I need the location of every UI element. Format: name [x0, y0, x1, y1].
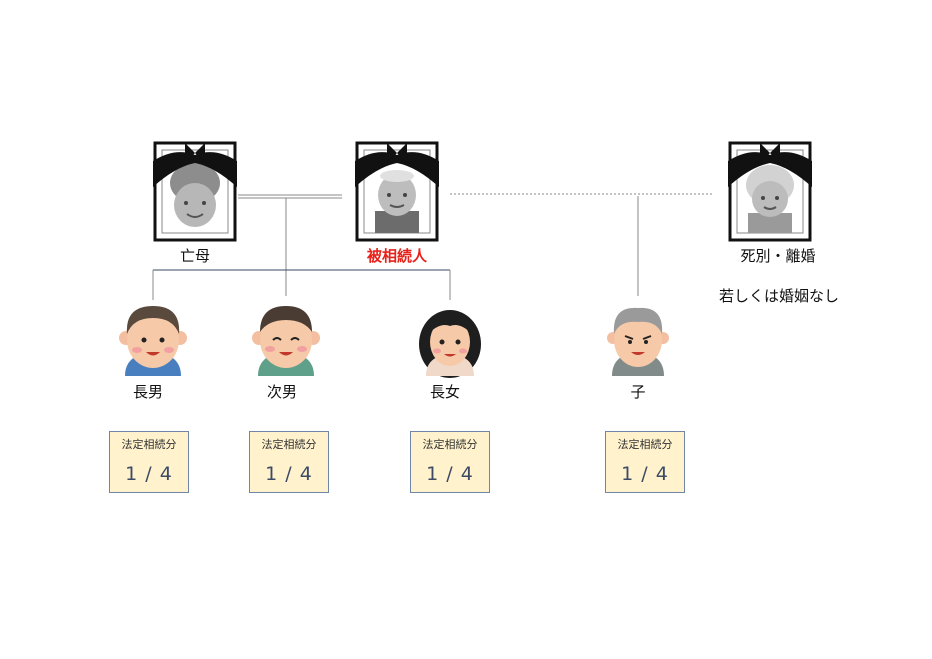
daughter-figure	[419, 310, 481, 378]
share-title: 法定相続分	[121, 438, 177, 451]
share-value: 1 / 4	[621, 463, 669, 485]
decedent-face	[378, 174, 416, 216]
share-title: 法定相続分	[261, 438, 317, 451]
exspouse-face	[752, 181, 788, 217]
son2-figure	[252, 306, 320, 376]
share-value: 1 / 4	[426, 463, 474, 485]
exspouse-note: 若しくは婚姻なし	[718, 287, 839, 305]
share-title: 法定相続分	[422, 438, 478, 451]
daughter-share-box: 法定相続分 1 / 4	[410, 431, 490, 493]
son2-share-box: 法定相続分 1 / 4	[249, 431, 329, 493]
share-value: 1 / 4	[125, 463, 173, 485]
son1-share-box: 法定相続分 1 / 4	[109, 431, 189, 493]
mother-face	[174, 183, 216, 227]
exspouse-ribbon	[728, 152, 812, 187]
exspouse-portrait	[728, 141, 812, 242]
son1-label: 長男	[132, 383, 163, 401]
daughter-label: 長女	[429, 383, 460, 401]
share-title: 法定相続分	[617, 438, 673, 451]
son1-figure	[119, 306, 187, 376]
decedent-label: 被相続人	[366, 247, 427, 265]
share-value: 1 / 4	[265, 463, 313, 485]
mother-label: 亡母	[179, 247, 210, 265]
mother-ribbon	[153, 152, 237, 187]
child-share-box: 法定相続分 1 / 4	[605, 431, 685, 493]
child-figure	[607, 307, 669, 376]
son2-label: 次男	[266, 383, 297, 401]
connector-lines	[152, 193, 712, 300]
mother-portrait	[153, 141, 237, 242]
decedent-portrait	[355, 141, 439, 242]
decedent-ribbon	[355, 152, 439, 187]
decedent-body	[375, 211, 419, 233]
exspouse-label: 死別・離婚	[740, 247, 816, 265]
exspouse-body	[748, 213, 792, 233]
child-label: 子	[630, 383, 646, 401]
